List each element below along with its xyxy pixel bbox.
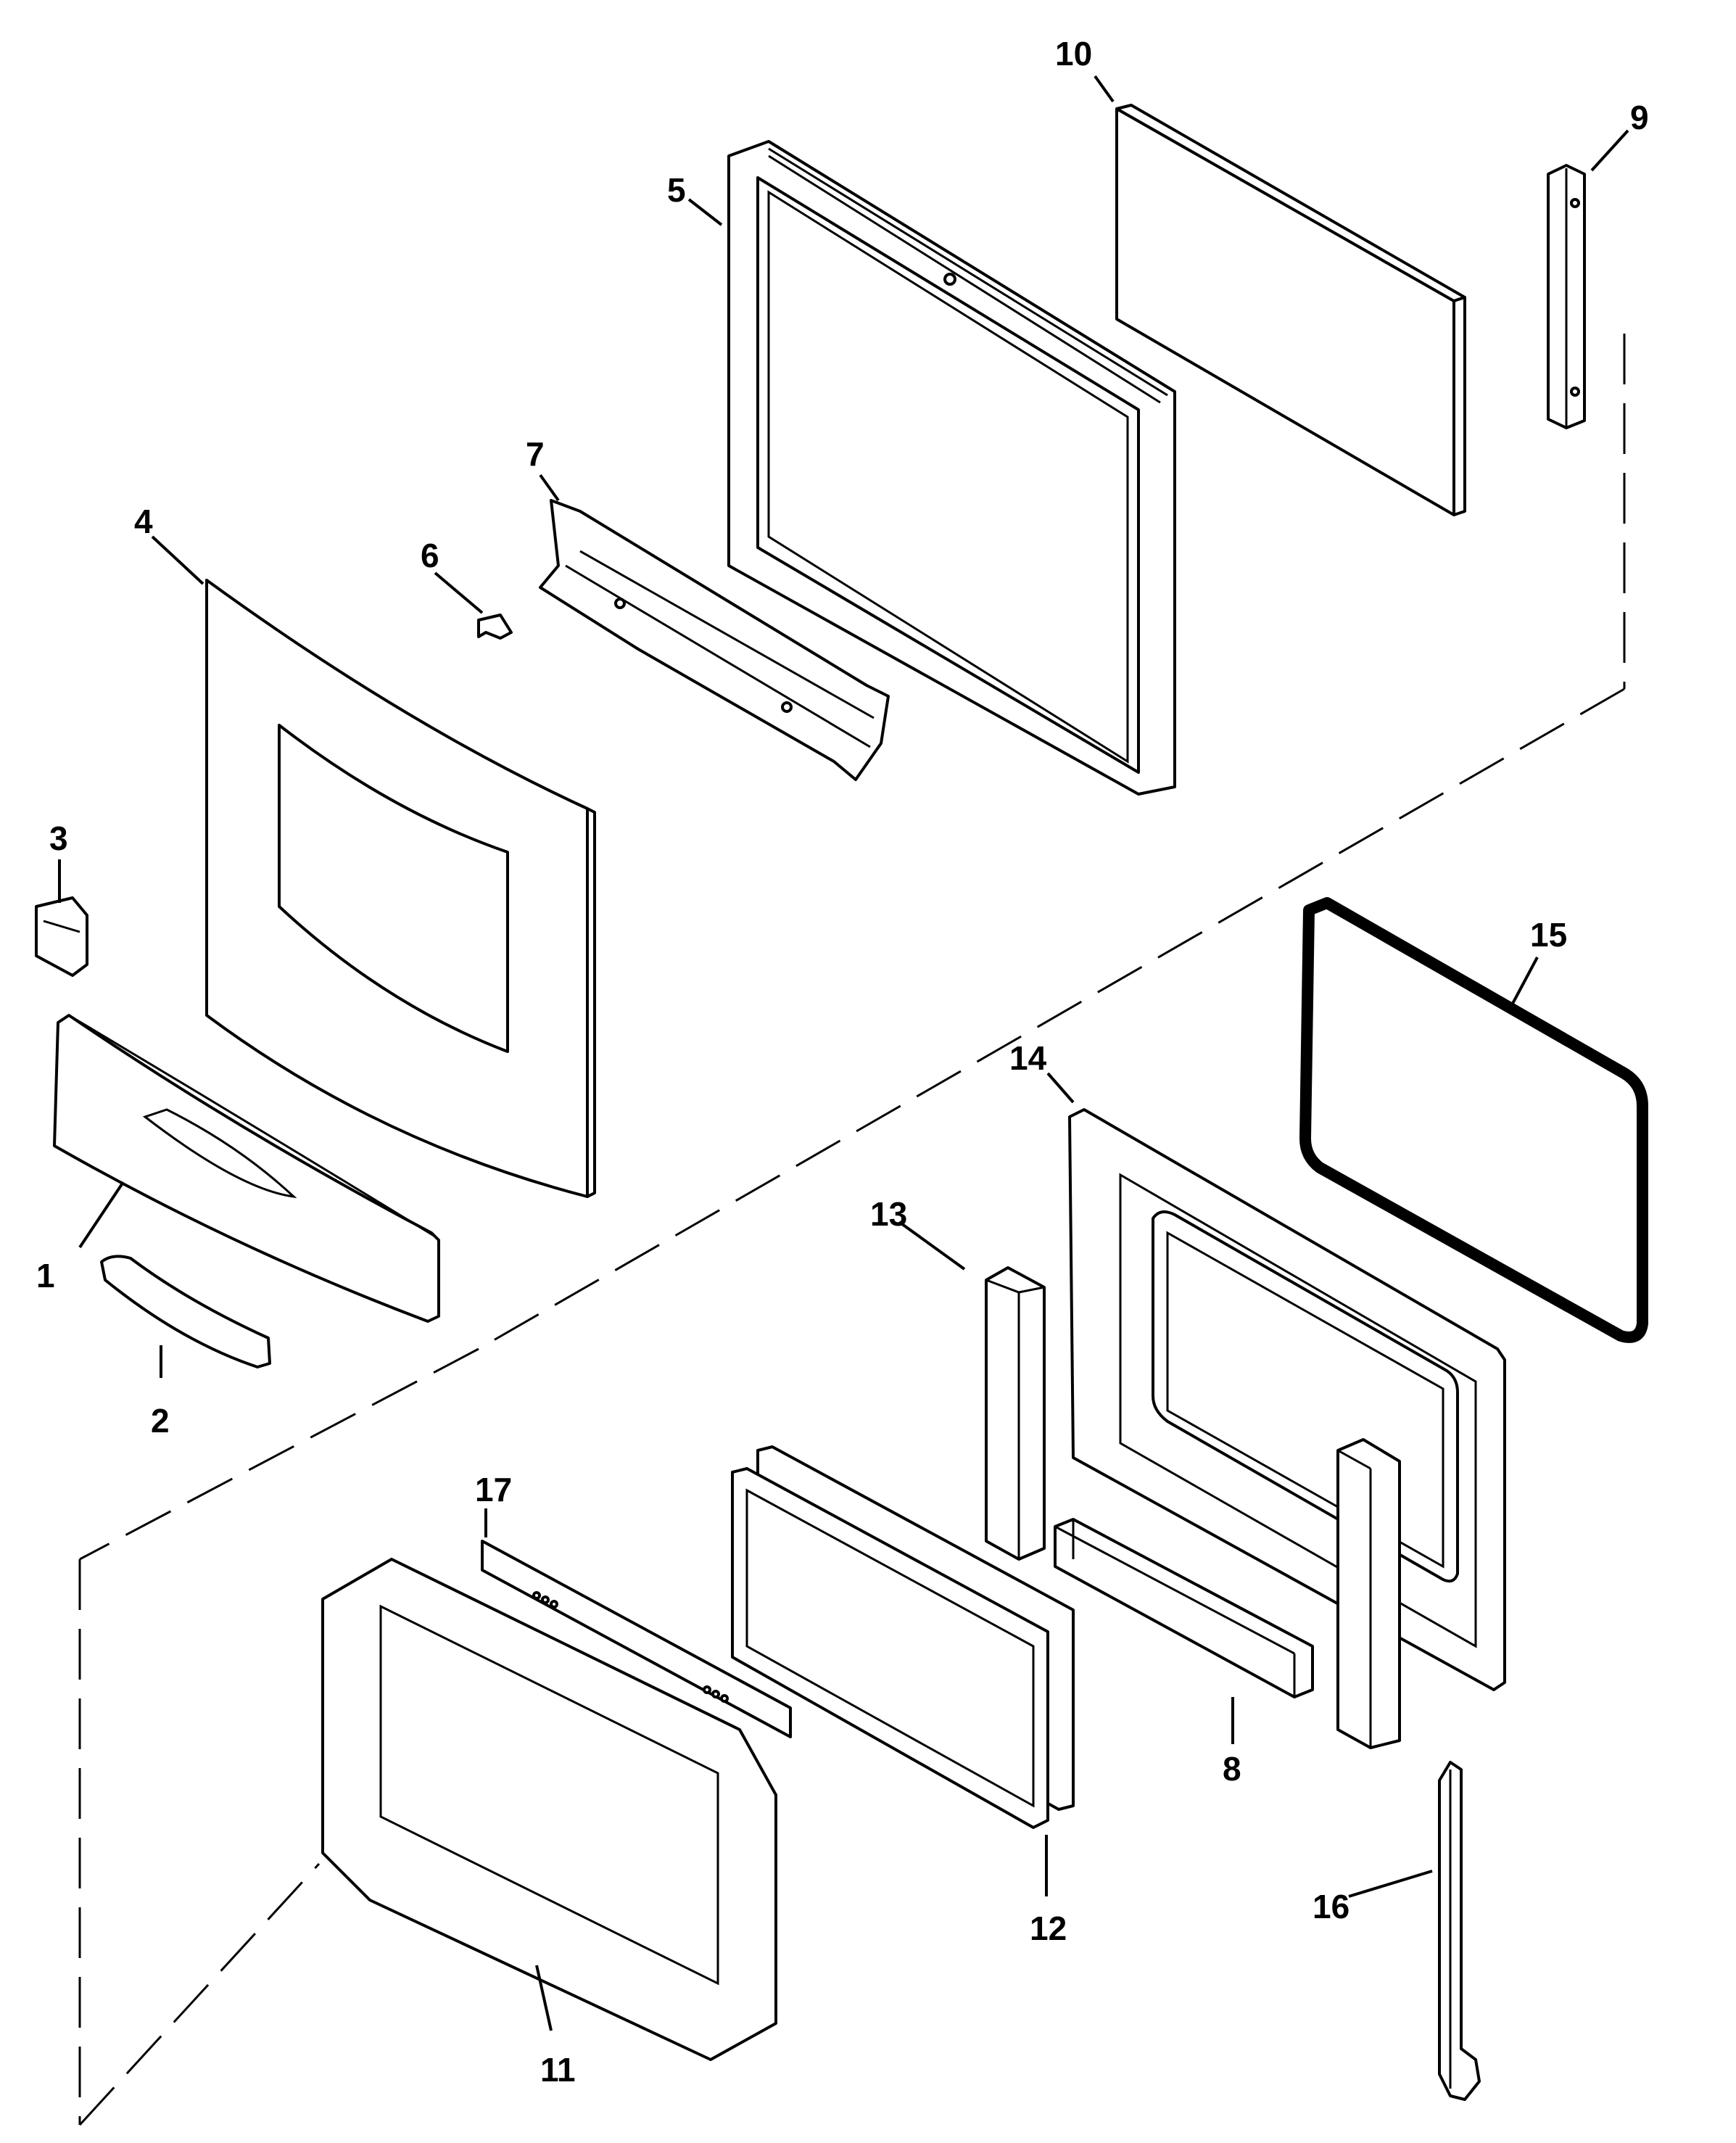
part-4-outer-door-panel <box>205 579 596 1198</box>
callout-15: 15 <box>1530 916 1567 954</box>
part-13-insulation-block <box>985 1266 1046 1561</box>
part-3-bracket <box>35 896 88 977</box>
callout-11: 11 <box>540 2051 576 2089</box>
part-8-insulation-block <box>1054 1518 1314 1698</box>
part-15-door-gasket <box>1299 897 1648 1343</box>
callout-labels: 10 9 5 7 6 4 3 1 2 13 14 15 8 12 17 16 1… <box>36 35 1649 2089</box>
part-1-handle-trim <box>53 1014 440 1323</box>
callout-14: 14 <box>1009 1039 1047 1077</box>
callout-3: 3 <box>49 819 68 857</box>
callout-4: 4 <box>134 503 153 540</box>
callout-5: 5 <box>667 171 686 209</box>
part-6-clip <box>477 614 513 640</box>
callout-1: 1 <box>36 1257 55 1295</box>
part-10-glass-panel <box>1115 104 1466 516</box>
leader-lines <box>58 75 1629 2031</box>
callout-2: 2 <box>151 1402 170 1440</box>
callout-17: 17 <box>475 1471 512 1508</box>
callout-13: 13 <box>870 1195 907 1233</box>
callout-7: 7 <box>526 435 545 473</box>
assembly-guide-lines <box>78 334 1626 2126</box>
part-7-door-trim-channel <box>539 499 890 781</box>
part-5-outer-door-frame <box>727 140 1176 796</box>
callout-12: 12 <box>1030 1909 1067 1947</box>
callout-16: 16 <box>1313 1888 1349 1925</box>
callout-6: 6 <box>421 537 439 574</box>
insulation-block-right <box>1336 1438 1401 1749</box>
part-17-deflector <box>481 1540 792 1738</box>
callout-8: 8 <box>1223 1750 1241 1788</box>
part-11-inner-door-frame <box>321 1558 777 2061</box>
part-2-handle <box>100 1255 271 1368</box>
part-12-glass-pack <box>731 1445 1075 1829</box>
callout-9: 9 <box>1630 99 1649 136</box>
part-9-hinge-bracket <box>1547 164 1586 429</box>
callout-10: 10 <box>1055 35 1092 73</box>
part-16-hinge <box>1438 1761 1481 2101</box>
